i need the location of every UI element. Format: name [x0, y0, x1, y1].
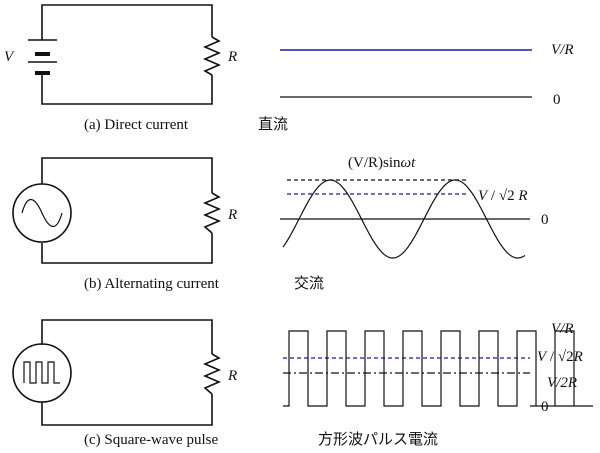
rms-label: V / √2R	[537, 349, 583, 365]
caption: (a) Direct current	[84, 117, 189, 133]
wire-top	[41, 4, 213, 37]
ac-source-icon	[12, 183, 72, 243]
source-label: V	[4, 49, 15, 65]
wire-bottom	[41, 233, 213, 264]
sine-wave	[282, 179, 526, 259]
battery-icon	[28, 33, 57, 75]
caption-jp: 交流	[294, 274, 324, 292]
dc-circuit	[28, 4, 222, 105]
panel-b: R (V/R)sinωt V / √2 R 0 (b) Alternating …	[12, 155, 549, 292]
square-wave	[283, 330, 593, 407]
resistor-icon	[202, 36, 222, 76]
wire-bottom	[41, 394, 213, 426]
level-zero-label: 0	[541, 212, 549, 228]
wire-top	[41, 157, 213, 193]
average-label: V/2R	[547, 375, 577, 391]
panel-a: V R V/R 0 (a) Direct current 直流	[4, 4, 574, 133]
rms-label: V / √2 R	[478, 188, 528, 204]
caption-jp: 直流	[258, 116, 288, 133]
wire-top	[41, 319, 213, 354]
pulse-source-icon	[12, 343, 72, 403]
level-top-label: V/R	[551, 321, 574, 337]
level-top-label: V/R	[551, 42, 574, 58]
panel-c: R V/R V / √2R V/2R 0 (c) Square-wave pul…	[12, 319, 593, 448]
wire-bottom	[41, 74, 213, 105]
level-zero-label: 0	[553, 92, 561, 108]
caption: (b) Alternating current	[84, 276, 220, 292]
resistor-icon	[202, 353, 222, 395]
level-zero-label: 0	[541, 399, 549, 415]
pulse-circuit	[12, 319, 222, 426]
resistor-icon	[202, 192, 222, 234]
peak-label: (V/R)sinωt	[348, 155, 416, 171]
ac-circuit	[12, 157, 222, 264]
resistor-label: R	[227, 49, 237, 65]
caption: (c) Square-wave pulse	[84, 432, 218, 448]
resistor-label: R	[227, 368, 237, 384]
resistor-label: R	[227, 207, 237, 223]
caption-jp: 方形波パルス電流	[318, 431, 438, 448]
